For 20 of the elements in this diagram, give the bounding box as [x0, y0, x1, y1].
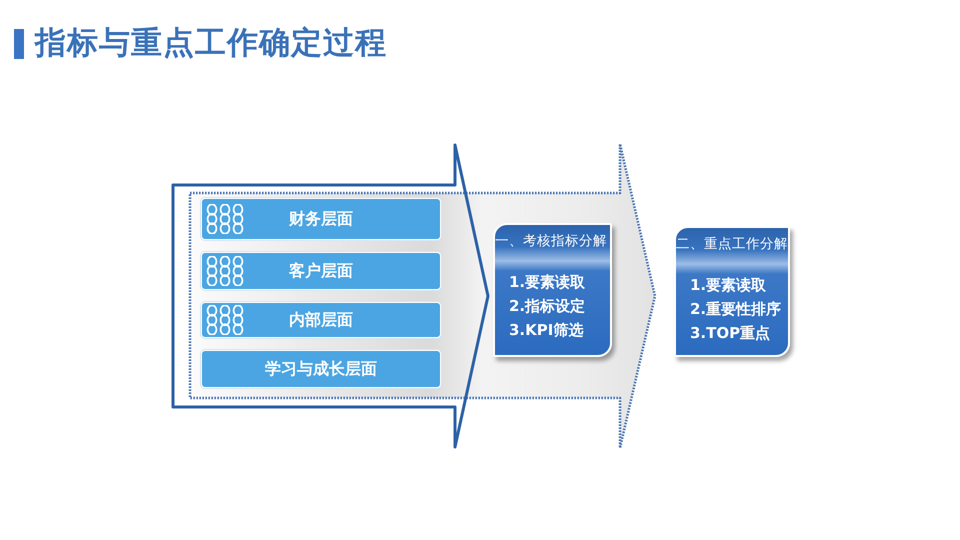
list-item: 2.重要性排序 [690, 299, 782, 319]
list-item: 3.TOP重点 [690, 323, 770, 343]
bar-label: 财务层面 [289, 209, 353, 229]
list-item: 1.要素读取 [690, 275, 766, 295]
step-card [493, 223, 612, 357]
page-title: 指标与重点工作确定过程 [35, 24, 387, 62]
category-bar [201, 252, 441, 290]
category-bar [201, 198, 441, 240]
card-heading: 二、重点工作分解 [676, 236, 788, 252]
block-arrow [171, 142, 492, 450]
category-bar [201, 302, 441, 338]
card-heading: 一、考核指标分解 [495, 233, 607, 249]
step-card [674, 226, 790, 357]
category-bar [201, 350, 441, 388]
list-item: 3.KPI筛选 [509, 320, 584, 340]
list-item: 1.要素读取 [509, 272, 586, 292]
bar-label: 客户层面 [289, 261, 353, 281]
bar-label: 内部层面 [289, 310, 353, 330]
bar-label: 学习与成长层面 [265, 359, 377, 379]
list-item: 2.指标设定 [509, 296, 586, 316]
